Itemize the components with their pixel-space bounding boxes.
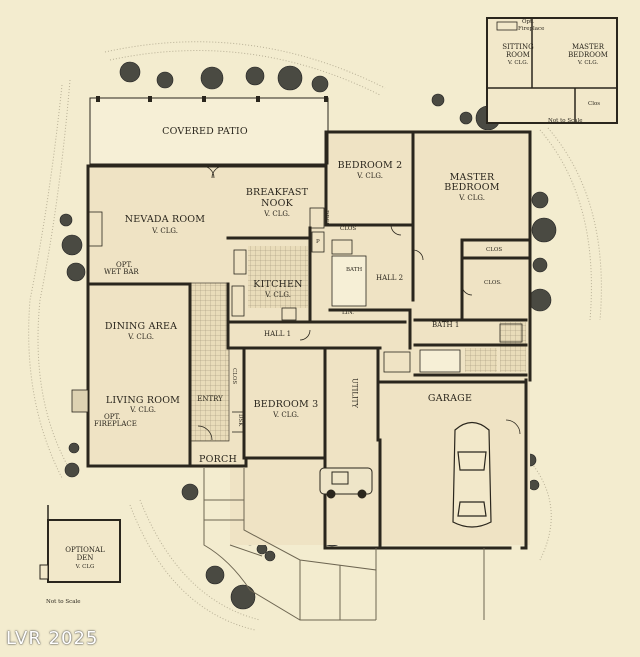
covered-patio [89,96,329,165]
dsk-label: DSK [236,414,243,427]
watermark: LVR 2025 [6,628,99,649]
kitchen-clg: V. CLG. [265,291,291,299]
nook-clg: V. CLG. [264,210,290,218]
den-not-to-scale: Not to Scale [46,599,81,605]
den-clg: V. CLG [75,564,95,570]
bedroom2-label: BEDROOM 2 [337,160,403,171]
opt-fireplace-label: FIREPLACE [94,420,137,428]
garage-label: GARAGE [427,393,473,404]
porch-label: PORCH [199,454,237,465]
desk-label: DESK [323,210,329,227]
hall2-label: HALL 2 [376,274,404,282]
nevada-clg: V. CLG. [152,227,178,235]
inset-plan [486,17,618,124]
bedroom3-label: BEDROOM 3 [253,399,319,410]
clos-right2-label: CLOS. [484,280,502,286]
opt-wetbar-label: OPT. [116,261,133,269]
dining-area-label: DINING AREA [104,321,178,332]
inset-fireplace-label: Fireplace [518,26,545,32]
living-clg: V. CLG. [130,406,156,414]
clos-right1-label: CLOS [486,247,503,253]
living-room-label: LIVING ROOM [105,395,181,406]
master-label: MASTER [449,172,495,183]
inset-opt-label: Opt. [522,19,534,25]
landscaping [28,41,602,631]
inset-clos-label: Clos [588,101,601,107]
inset-sitting-clg: V. CLG. [507,60,529,66]
master-clg: V. CLG. [459,194,485,202]
walkway [203,468,485,621]
inset-room-label: ROOM [506,51,530,59]
inset-sitting-label: SITTING [502,43,534,51]
dining-clg: V. CLG. [128,333,154,341]
clos-top-label: CLOS [340,226,357,232]
nook-label: NOOK [261,198,293,209]
bedroom3-clg: V. CLG. [273,411,299,419]
hall1-label: HALL 1 [264,330,292,338]
covered-patio-label: COVERED PATIO [162,126,248,137]
entry-label: ENTRY [197,395,223,403]
bedroom2-clg: V. CLG. [357,172,383,180]
opt-fireplace-opt: OPT. [104,413,121,421]
inset-master-clg: V. CLG. [577,60,599,66]
optional-den-label: OPTIONAL [65,546,105,554]
wetbar-label: WET BAR [104,268,139,276]
p-label: P [316,239,320,245]
nevada-room-label: NEVADA ROOM [124,214,206,225]
inset-not-to-scale: Not to Scale [548,118,583,124]
utility-label: UTILITY [350,378,359,409]
breakfast-label: BREAKFAST [245,187,309,198]
car-icon [452,421,492,528]
inset-bedroom-label: BEDROOM [568,51,608,59]
fixtures [71,165,523,441]
golf-cart-icon [319,467,373,499]
bath-label: BATH [346,267,363,273]
tile-floors [190,246,526,442]
bath1-label: BATH 1 [432,321,460,329]
lin-label: LIN. [342,310,355,316]
kitchen-label: KITCHEN [253,279,303,290]
master-bedroom-label: BEDROOM [444,182,500,193]
inset-master-label: MASTER [571,43,605,51]
clos-hall-label: CLOS [230,368,237,385]
den-label: DEN [76,554,94,562]
optional-den-inset [39,505,121,583]
